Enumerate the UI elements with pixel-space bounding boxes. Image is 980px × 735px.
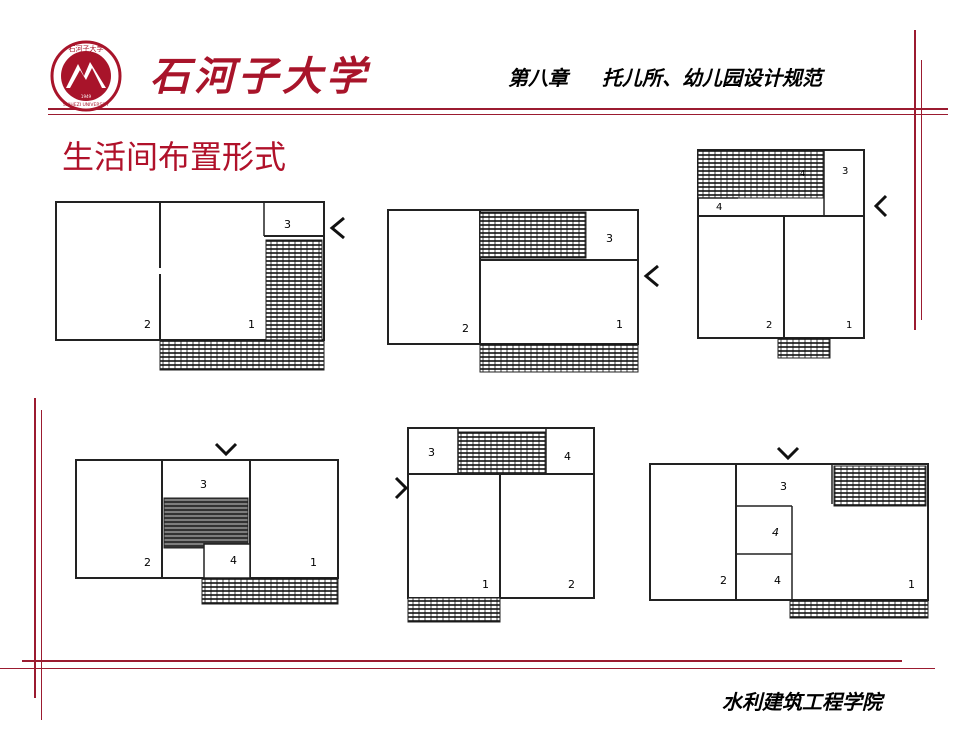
university-logo: 石河子大学 SHIHEZI UNIVERSITY 1949 xyxy=(50,40,122,112)
room-3: 3 xyxy=(284,218,291,231)
room-2: 2 xyxy=(462,322,469,335)
frame-left-line-2 xyxy=(41,410,42,720)
room-3: 3 xyxy=(842,166,848,177)
header-rule xyxy=(48,108,948,110)
room-2: 2 xyxy=(144,556,151,569)
floor-plan-1: 3 2 1 xyxy=(52,196,352,376)
room-4-upper: 4 xyxy=(772,526,779,539)
room-2: 2 xyxy=(766,320,772,331)
entrance-arrow-icon xyxy=(214,442,238,457)
entrance-arrow-icon xyxy=(394,476,409,500)
svg-text:SHIHEZI UNIVERSITY: SHIHEZI UNIVERSITY xyxy=(63,102,110,108)
room-4: 4 xyxy=(564,450,571,463)
svg-text:1949: 1949 xyxy=(81,94,92,99)
chapter-heading: 第八章 托儿所、幼儿园设计规范 xyxy=(508,62,822,91)
entrance-arrow-icon xyxy=(873,194,888,218)
entrance-arrow-icon xyxy=(776,446,800,461)
room-1: 1 xyxy=(248,318,255,331)
room-3: 3 xyxy=(200,478,207,491)
floor-plan-2: 3 2 1 xyxy=(384,204,664,379)
floor-plan-3: 3 4 4 2 1 xyxy=(694,146,894,371)
room-4: 4 xyxy=(774,574,781,587)
entrance-arrow-icon xyxy=(329,216,345,240)
footer-rule-2 xyxy=(0,668,935,669)
chapter-title: 托儿所、幼儿园设计规范 xyxy=(602,66,822,90)
slide-title: 生活间布置形式 xyxy=(62,138,287,176)
room-1: 1 xyxy=(846,320,852,331)
floor-plan-5: 3 4 1 2 xyxy=(392,424,602,629)
room-1: 1 xyxy=(908,578,915,591)
entrance-arrow-icon xyxy=(643,264,659,288)
header-rule-2 xyxy=(48,114,948,115)
footer-rule xyxy=(22,660,902,662)
room-2: 2 xyxy=(144,318,151,331)
svg-text:石河子大学: 石河子大学 xyxy=(69,44,104,53)
room-4: 4 xyxy=(716,202,722,213)
room-1: 1 xyxy=(310,556,317,569)
room-3: 3 xyxy=(780,480,787,493)
room-2: 2 xyxy=(720,574,727,587)
frame-right-line-2 xyxy=(921,60,922,320)
frame-left-line xyxy=(34,398,36,698)
frame-right-line xyxy=(914,30,916,330)
university-name: 石河子大学 xyxy=(150,53,370,100)
room-4-shower: 4 xyxy=(800,169,805,178)
college-name: 水利建筑工程学院 xyxy=(722,690,882,714)
floor-plan-6: 3 4 2 4 1 xyxy=(646,444,936,624)
floor-plan-4: 3 2 4 1 xyxy=(70,438,350,613)
room-1: 1 xyxy=(482,578,489,591)
room-3: 3 xyxy=(606,232,613,245)
room-2: 2 xyxy=(568,578,575,591)
room-4: 4 xyxy=(230,554,237,567)
chapter-number: 第八章 xyxy=(508,66,568,90)
room-3: 3 xyxy=(428,446,435,459)
room-1: 1 xyxy=(616,318,623,331)
